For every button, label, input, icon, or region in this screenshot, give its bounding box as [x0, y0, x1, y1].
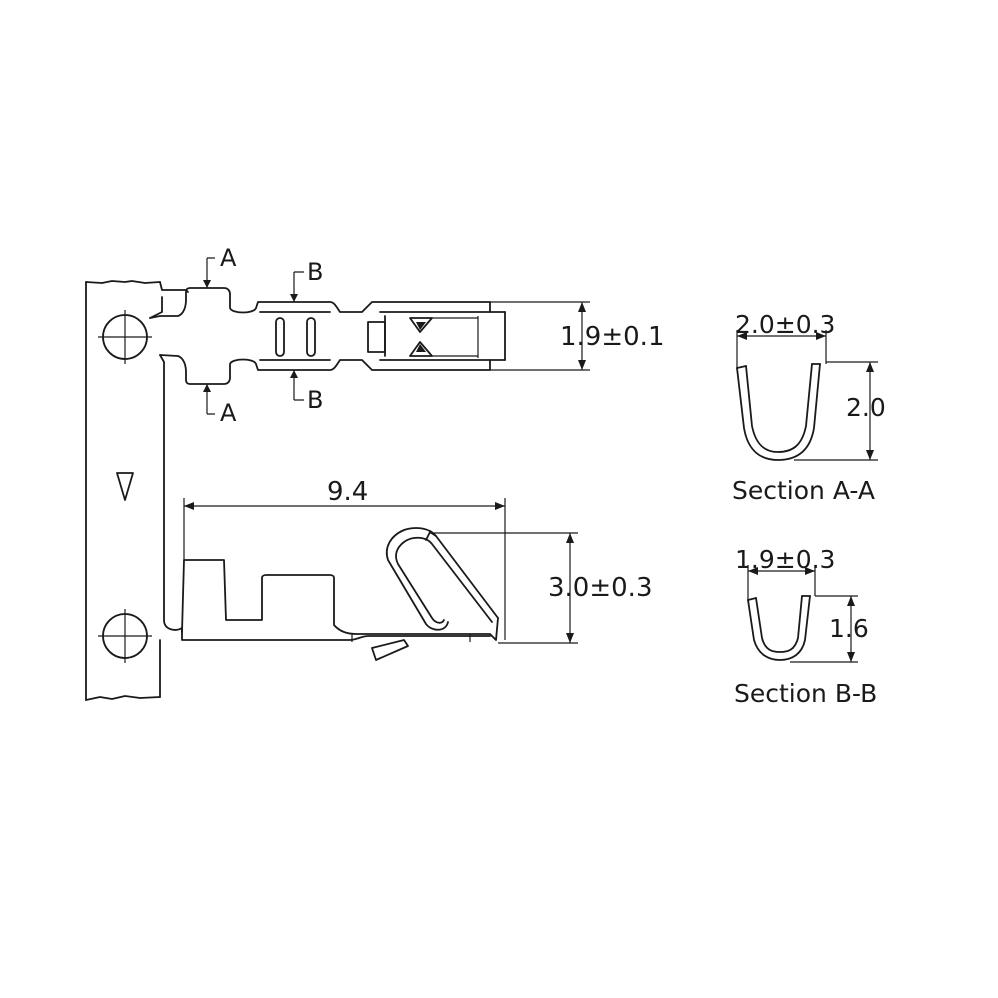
pilot-hole-icon: [98, 609, 152, 663]
section-marker-a-top: A: [203, 244, 237, 288]
section-label: B: [307, 386, 323, 414]
pilot-hole-icon: [98, 310, 152, 364]
section-label: A: [220, 244, 237, 272]
dimension-label: 3.0±0.3: [548, 573, 652, 603]
section-a-a: 2.0±0.3 2.0 Section A-A: [732, 310, 886, 505]
dimension-label: 1.9±0.1: [560, 322, 664, 352]
dimension-label: 1.9±0.3: [735, 545, 835, 574]
dimension-upper-height: 1.9±0.1: [490, 301, 664, 371]
section-marker-a-bottom: A: [203, 384, 237, 427]
dimension-label: 2.0±0.3: [735, 310, 835, 339]
section-title: Section A-A: [732, 476, 875, 505]
carrier-strip: [85, 280, 189, 701]
terminal-side-view: [181, 527, 499, 661]
dimension-label: 9.4: [327, 477, 368, 507]
dimension-label: 1.6: [829, 614, 869, 643]
section-marker-b-top: B: [290, 258, 323, 302]
dimension-lower-height: 3.0±0.3: [430, 532, 652, 644]
section-marker-b-bottom: B: [290, 370, 323, 414]
section-label: A: [220, 399, 237, 427]
section-title: Section B-B: [734, 679, 877, 708]
section-label: B: [307, 258, 323, 286]
direction-triangle-icon: [116, 472, 134, 501]
dimension-lower-length: 9.4: [183, 477, 506, 640]
terminal-top-view: [149, 287, 506, 385]
section-b-b: 1.9±0.3 1.6 Section B-B: [734, 545, 877, 708]
dimension-label: 2.0: [846, 393, 886, 422]
